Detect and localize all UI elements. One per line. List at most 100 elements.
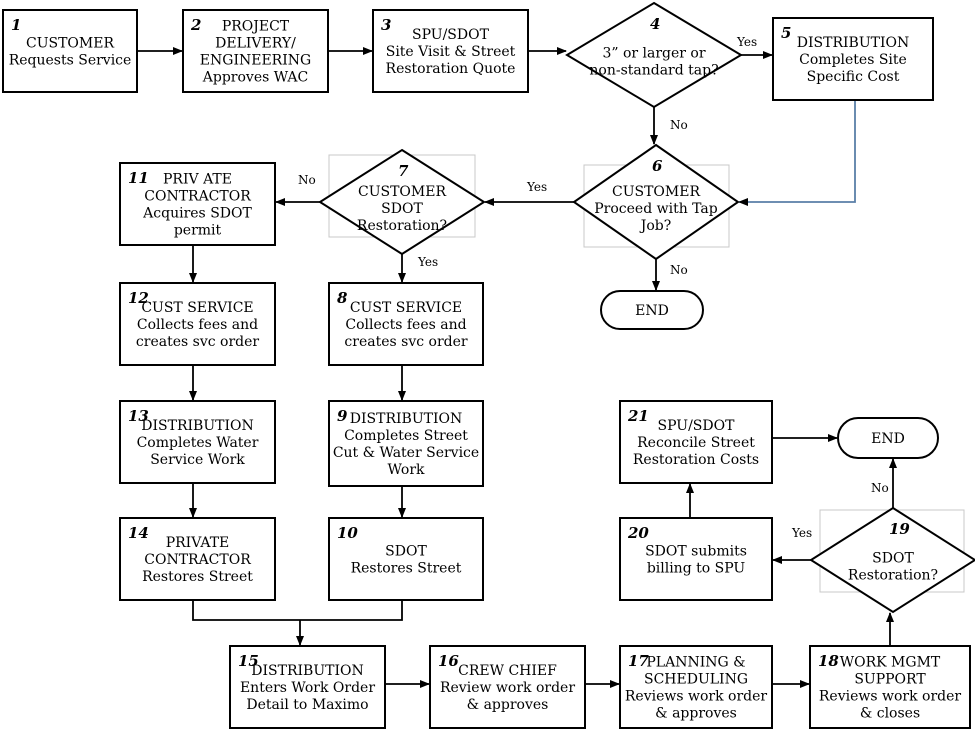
step-text: DISTRIBUTION bbox=[797, 35, 909, 51]
step-text: & closes bbox=[860, 706, 920, 722]
step-text: DISTRIBUTION bbox=[251, 663, 363, 679]
step-text: SPU/SDOT bbox=[412, 27, 490, 43]
process-box bbox=[619, 645, 773, 729]
connector-label: No bbox=[670, 118, 688, 132]
step-text: SCHEDULING bbox=[644, 672, 748, 688]
process-box bbox=[772, 17, 934, 101]
step-number: 9 bbox=[337, 407, 348, 425]
step-number: 21 bbox=[627, 407, 649, 425]
step-text: Requests Service bbox=[9, 53, 132, 69]
step-text: Collects fees and bbox=[137, 317, 258, 333]
step-text: Cut & Water Service bbox=[333, 445, 479, 461]
step-text: Restores Street bbox=[351, 561, 462, 577]
decision-diamond bbox=[565, 1, 743, 109]
step-text: DISTRIBUTION bbox=[350, 411, 462, 427]
connector-label: Yes bbox=[417, 255, 438, 269]
step-number: 8 bbox=[337, 289, 348, 307]
connector-label: No bbox=[670, 263, 688, 277]
step-text: Proceed with Tap bbox=[594, 201, 718, 217]
step-text: Reviews work order bbox=[819, 689, 962, 705]
connector-arrow bbox=[192, 600, 403, 621]
step-ed2: END bbox=[837, 417, 939, 459]
decision-diamond bbox=[572, 143, 740, 261]
step-text: SUPPORT bbox=[854, 672, 926, 688]
step-number: 19 bbox=[889, 520, 910, 538]
process-box bbox=[182, 9, 329, 93]
step-text: permit bbox=[174, 223, 222, 239]
step-number: 17 bbox=[628, 652, 649, 670]
step-number: 1 bbox=[11, 16, 21, 34]
step-text: END bbox=[871, 431, 905, 447]
process-box bbox=[809, 645, 971, 729]
step-text: CUST SERVICE bbox=[350, 300, 462, 316]
step-number: 4 bbox=[650, 15, 660, 33]
step-text: DELIVERY/ bbox=[215, 36, 296, 52]
process-box bbox=[2, 9, 138, 93]
step-number: 3 bbox=[381, 16, 391, 34]
step-text: WORK MGMT bbox=[840, 655, 941, 671]
step-text: Restoration? bbox=[848, 568, 938, 584]
process-box bbox=[119, 162, 276, 246]
step-number: 15 bbox=[238, 652, 259, 670]
process-box bbox=[328, 400, 484, 487]
step-text: non-standard tap? bbox=[589, 63, 718, 79]
step-text: CUSTOMER bbox=[358, 184, 446, 200]
connector-label: No bbox=[871, 481, 889, 495]
step-text: 3” or larger or bbox=[602, 46, 705, 62]
step-text: Restoration? bbox=[357, 218, 447, 234]
step-number: 12 bbox=[128, 289, 149, 307]
step-text: Reviews work order bbox=[625, 689, 768, 705]
step-text: Collects fees and bbox=[345, 317, 466, 333]
process-box bbox=[119, 282, 276, 366]
step-text: Work bbox=[387, 462, 425, 478]
process-box bbox=[619, 517, 773, 601]
connector-label: Yes bbox=[526, 180, 547, 194]
connector-label: Yes bbox=[736, 35, 757, 49]
step-text: billing to SPU bbox=[647, 561, 746, 577]
step-number: 7 bbox=[398, 162, 409, 180]
process-box bbox=[328, 517, 484, 601]
step-text: ENGINEERING bbox=[200, 53, 311, 69]
process-box bbox=[619, 400, 773, 484]
step-text: Completes Street bbox=[344, 428, 468, 444]
step-number: 10 bbox=[337, 524, 358, 542]
step-text: Specific Cost bbox=[807, 69, 900, 85]
step-number: 18 bbox=[818, 652, 839, 670]
process-box bbox=[229, 645, 386, 729]
step-text: Restoration Costs bbox=[633, 452, 759, 468]
step-number: 6 bbox=[652, 157, 663, 175]
step-text: CREW CHIEF bbox=[458, 663, 557, 679]
step-number: 14 bbox=[128, 524, 149, 542]
step-text: SDOT bbox=[385, 544, 427, 560]
step-number: 20 bbox=[627, 524, 649, 542]
connector-label: No bbox=[298, 173, 316, 187]
step-text: PROJECT bbox=[222, 19, 290, 35]
step-number: 11 bbox=[128, 169, 149, 187]
step-text: PLANNING & bbox=[646, 655, 745, 671]
step-text: Reconcile Street bbox=[637, 435, 755, 451]
step-text: Completes Water bbox=[137, 435, 259, 451]
step-ed1: END bbox=[600, 290, 704, 330]
step-text: Service Work bbox=[150, 452, 245, 468]
terminal-shape bbox=[600, 290, 704, 330]
step-text: DISTRIBUTION bbox=[141, 418, 253, 434]
step-number: 16 bbox=[438, 652, 459, 670]
step-text: CUST SERVICE bbox=[141, 300, 253, 316]
process-box bbox=[372, 9, 529, 93]
step-number: 5 bbox=[781, 24, 791, 42]
step-text: Enters Work Order bbox=[240, 680, 375, 696]
connector-label: Yes bbox=[791, 526, 812, 540]
